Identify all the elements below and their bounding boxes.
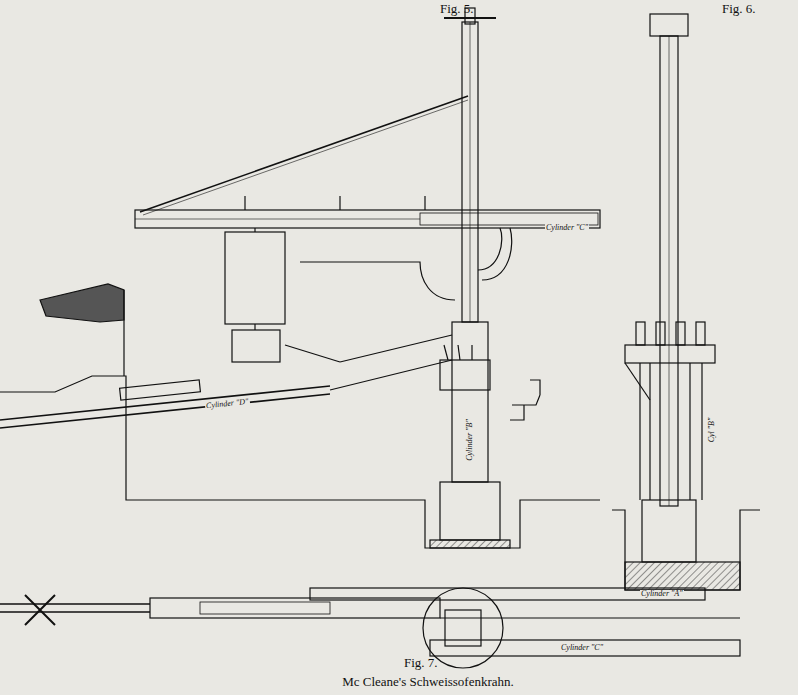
drawing-stroke (478, 228, 502, 270)
drawing-stroke (650, 14, 688, 36)
drawing-stroke (612, 510, 760, 590)
fig5-elevation (0, 8, 600, 548)
drawing-stroke (143, 100, 468, 215)
drawing-stroke (656, 322, 665, 345)
drawing-stroke (440, 360, 490, 390)
drawing-stroke (701, 363, 702, 500)
drawing-stroke (649, 363, 650, 500)
drawing-stroke (244, 196, 245, 210)
drawing-stroke (676, 322, 685, 345)
drawing-stroke (625, 363, 650, 400)
drawing-stroke (660, 36, 678, 506)
drawing-stroke (444, 345, 448, 360)
drawing-stroke (300, 262, 455, 300)
part-label: Cylinder "A" (640, 590, 684, 598)
figure-number: Fig. 6. (722, 2, 756, 15)
drawing-stroke (25, 595, 55, 625)
drawing-stroke (642, 500, 696, 562)
drawing-stroke (340, 335, 452, 362)
drawing-stroke (440, 482, 500, 540)
drawing-stroke (135, 210, 600, 228)
part-label: Cylinder "C" (560, 644, 604, 652)
drawing-stroke (232, 330, 280, 362)
drawing-stroke (440, 617, 740, 618)
drawing-stroke (225, 232, 285, 324)
drawing-stroke (0, 603, 150, 605)
drawing-stroke (254, 228, 255, 232)
drawing-stroke (636, 322, 645, 345)
drawing-stroke (200, 602, 330, 614)
drawing-stroke (669, 36, 670, 506)
figure-number: Fig. 5. (440, 2, 474, 15)
drawing-stroke (444, 17, 496, 19)
drawing-stroke (330, 360, 452, 390)
drawing-stroke (452, 322, 488, 482)
drawing-stroke (310, 588, 705, 600)
drawing-stroke (0, 394, 330, 428)
drawing-stroke (430, 640, 740, 656)
drawing-stroke (625, 345, 715, 363)
part-label: Cyl "B" (708, 417, 716, 444)
figure-number: Fig. 7. (404, 656, 438, 669)
drawing-stroke (0, 386, 330, 420)
drawing-stroke (339, 196, 340, 210)
drawing-stroke (254, 324, 255, 330)
drawing-stroke (482, 228, 512, 280)
drawing-stroke (135, 219, 420, 220)
drawing-stroke (424, 196, 425, 210)
drawing-stroke (471, 345, 472, 360)
drawing-stroke (696, 322, 705, 345)
drawing-stroke (430, 540, 510, 548)
part-label: Cylinder "B" (466, 418, 474, 462)
drawing-stroke (140, 96, 468, 212)
drawing-stroke (120, 380, 201, 400)
part-label: Cylinder "C" (545, 224, 589, 232)
drawing-stroke (0, 376, 600, 548)
fig6-section (612, 14, 760, 590)
drawing-stroke (458, 345, 460, 360)
drawing-stroke (462, 22, 478, 322)
drawing-stroke (123, 290, 124, 376)
fig7-plan (0, 588, 740, 668)
figure-caption: Mc Cleane's Schweissofenkrahn. (342, 675, 514, 688)
drawing-stroke (150, 598, 440, 618)
drawing-stroke (510, 380, 540, 420)
drawing-stroke (470, 22, 471, 322)
drawing-stroke (0, 611, 150, 613)
part-label: Cylinder "D" (205, 398, 250, 411)
drawing-stroke (40, 284, 124, 322)
drawing-stroke (285, 345, 340, 362)
drawing-stroke (625, 562, 740, 590)
drawing-stroke (689, 363, 690, 500)
